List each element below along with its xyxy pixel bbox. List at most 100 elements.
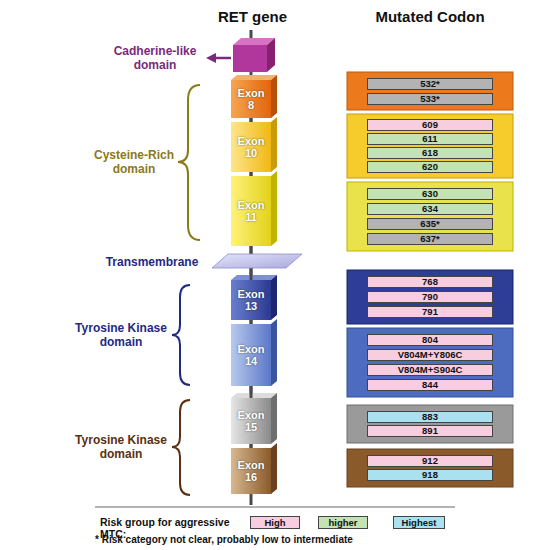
node-text: 634 (422, 204, 438, 214)
column-heading: Mutated Codon (360, 8, 500, 26)
codon-box: 912 (367, 455, 493, 467)
node-text: 609 (422, 120, 438, 130)
cube-top (233, 38, 275, 45)
node-text: 912 (422, 456, 438, 466)
domain-bracket (178, 85, 200, 240)
node-text: 620 (422, 162, 438, 172)
codon-box: 637* (367, 233, 493, 245)
domain-label: Cysteine-Rich domain (90, 148, 178, 176)
cube-side (267, 38, 275, 72)
column-heading: RET gene (190, 8, 315, 26)
codon-box: V804M+Y806C (367, 349, 493, 361)
codon-box: 790 (367, 291, 493, 303)
note-text: * Risk category not clear, probably low … (95, 534, 515, 546)
codon-band (347, 328, 513, 397)
exon-box: Exon 10 (231, 122, 271, 172)
connector-group (251, 118, 252, 448)
codon-box: 532* (367, 78, 493, 90)
codon-box: 630 (367, 188, 493, 200)
codon-band (347, 114, 513, 178)
codon-bands (347, 72, 513, 487)
codon-box: V804M+S904C (367, 364, 493, 376)
backbone-connector (250, 118, 253, 122)
legend-swatch: Highest (393, 516, 445, 529)
exon-side-face (271, 117, 277, 172)
codon-box: 635* (367, 218, 493, 230)
node-text: 532* (420, 79, 440, 89)
exon-box: Exon 14 (231, 324, 271, 386)
legend-separator (95, 506, 455, 508)
domain-label: Tyrosine Kinase domain (70, 433, 172, 461)
codon-box: 768 (367, 276, 493, 288)
codon-band (347, 449, 513, 487)
legend-text: Highest (402, 517, 437, 528)
exon-box: Exon 8 (231, 80, 271, 118)
codon-band (347, 72, 513, 110)
node-text: 918 (422, 470, 438, 480)
legend-swatch: High (250, 516, 300, 529)
exon-side-face (271, 275, 277, 320)
leader-arrowhead (206, 53, 216, 63)
exon-side-face (271, 393, 277, 444)
node-text: Exon 14 (235, 343, 267, 367)
backbone-connector (250, 320, 253, 324)
node-text: 611 (422, 134, 437, 144)
exon-box: Exon 13 (231, 280, 271, 320)
exon-faces (231, 75, 277, 494)
domain-label: Cadherine-like domain (105, 44, 205, 72)
node-text: 768 (422, 277, 438, 287)
codon-box: 618 (367, 147, 493, 159)
node-text: 804 (422, 335, 438, 345)
exon-side-face (271, 171, 277, 246)
exon-side-face (271, 319, 277, 386)
exon-box: Exon 16 (231, 448, 271, 494)
node-text: Exon 8 (235, 87, 267, 111)
codon-box: 883 (367, 411, 493, 423)
exon-box: Exon 15 (231, 398, 271, 444)
node-text: 791 (422, 307, 438, 317)
node-text: Exon 11 (235, 199, 267, 223)
domain-label: Tyrosine Kinase domain (70, 321, 172, 349)
codon-box: 918 (367, 469, 493, 481)
node-text: V804M+Y806C (398, 350, 463, 360)
legend-text: higher (328, 517, 357, 528)
codon-box: 791 (367, 306, 493, 318)
backbone-connector (250, 386, 253, 398)
leader-arrow (214, 57, 231, 60)
codon-box: 634 (367, 203, 493, 215)
codon-box: 609 (367, 119, 493, 131)
node-text: Exon 10 (235, 135, 267, 159)
codon-box: 533* (367, 93, 493, 105)
node-text: 891 (422, 426, 438, 436)
node-text: 635* (420, 219, 440, 229)
codon-band (347, 405, 513, 443)
codon-box: 844 (367, 379, 493, 391)
node-text: Exon 16 (235, 459, 267, 483)
backbone-connector (250, 172, 253, 176)
node-text: 844 (422, 380, 438, 390)
node-text: 533* (420, 94, 440, 104)
domain-bracket (172, 285, 190, 385)
exon-side-face (271, 75, 277, 118)
transmembrane-plane (212, 254, 302, 268)
legend-text: High (264, 517, 285, 528)
cube-front (233, 45, 267, 72)
node-text: 618 (422, 148, 438, 158)
legend-swatch: higher (318, 516, 368, 529)
codon-band (347, 182, 513, 251)
node-text: V804M+S904C (398, 365, 463, 375)
node-text: Exon 13 (235, 288, 267, 312)
domain-bracket (172, 400, 190, 495)
exon-side-face (271, 443, 277, 494)
node-text: 790 (422, 292, 438, 302)
node-text: 630 (422, 189, 438, 199)
codon-box: 620 (367, 161, 493, 173)
codon-box: 611 (367, 133, 493, 145)
domain-label: Transmembrane (100, 255, 204, 269)
node-text: 637* (420, 234, 440, 244)
node-text: 883 (422, 412, 438, 422)
backbone-connector (250, 246, 253, 280)
